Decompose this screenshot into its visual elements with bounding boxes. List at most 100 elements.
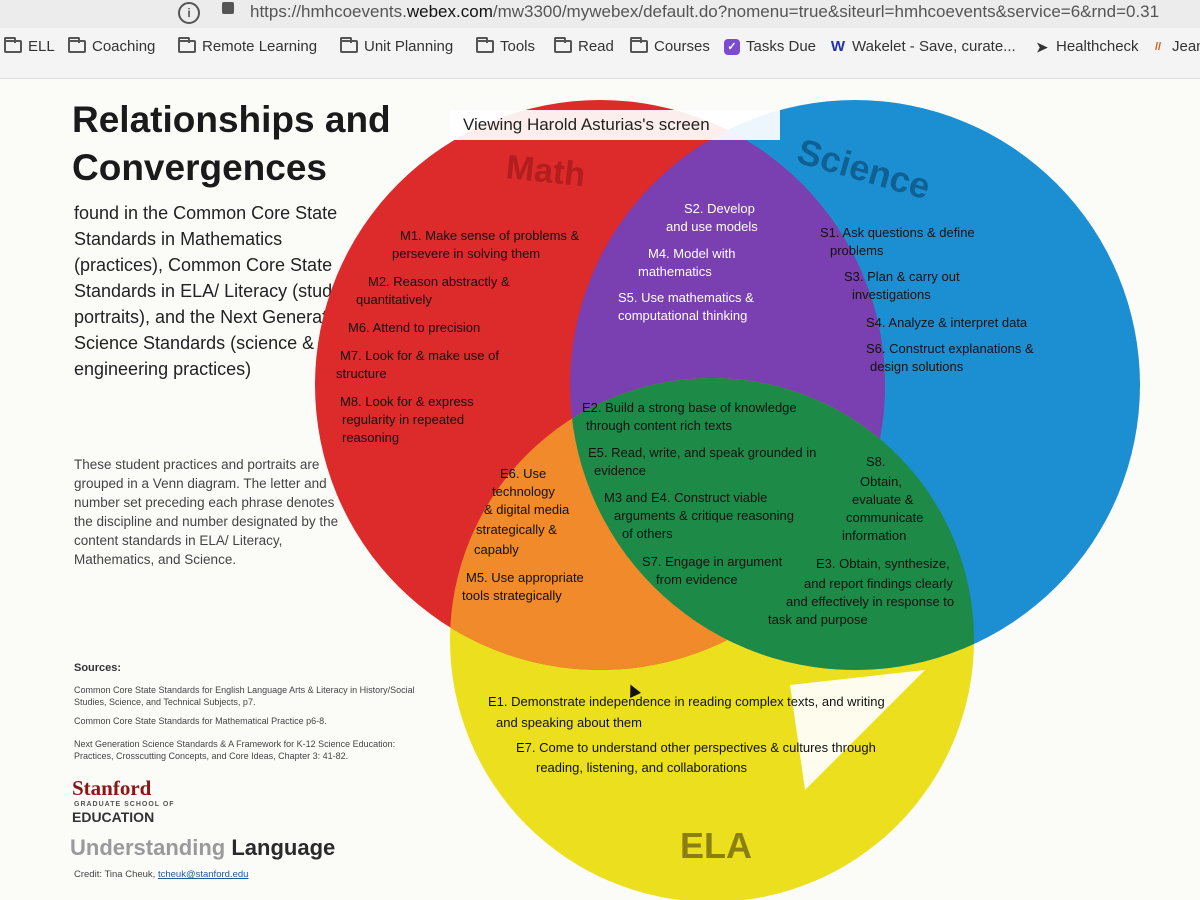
folder-icon	[340, 37, 358, 53]
bookmark-tools[interactable]: Tools	[476, 37, 536, 55]
source-item: Common Core State Standards for Mathemat…	[74, 716, 327, 726]
bookmark-courses[interactable]: Courses	[630, 37, 710, 55]
bookmark-label: Jean	[1172, 38, 1200, 55]
bookmark-unit-planning[interactable]: Unit Planning	[340, 37, 454, 55]
info-icon[interactable]: i	[178, 2, 200, 24]
practice-text: S8.	[866, 454, 886, 469]
bookmark-jean[interactable]: // Jean	[1150, 38, 1200, 55]
practice-text: E3. Obtain, synthesize,	[816, 556, 950, 571]
gse-label: GRADUATE SCHOOL OF	[74, 801, 175, 808]
science-ela-practices: S8. Obtain, evaluate & communicate informati…	[768, 454, 954, 627]
practice-text: design solutions	[870, 359, 964, 374]
practice-text: S2. Develop	[684, 201, 755, 216]
practice-text: Obtain,	[860, 474, 902, 489]
lock-icon	[222, 2, 234, 14]
practice-text: M2. Reason abstractly &	[368, 274, 510, 289]
practice-text: M5. Use appropriate	[466, 570, 584, 585]
practice-text: problems	[830, 243, 884, 258]
practice-text: technology	[492, 484, 555, 499]
folder-icon	[554, 37, 572, 53]
bookmark-label: Remote Learning	[202, 38, 318, 55]
practice-text: M8. Look for & express	[340, 394, 474, 409]
practice-text: strategically &	[476, 522, 557, 537]
bookmark-ell[interactable]: ELL	[4, 37, 55, 55]
practice-text: regularity in repeated	[342, 412, 464, 427]
url-text[interactable]: https://hmhcoevents.webex.com/mw3300/myw…	[250, 2, 1160, 21]
practice-text: arguments & critique reasoning	[614, 508, 794, 523]
credit-email-link[interactable]: tcheuk@stanford.edu	[157, 869, 249, 880]
practice-text: through content rich texts	[586, 418, 732, 433]
bookmark-label: Wakelet - Save, curate...	[852, 38, 1016, 55]
poster-description: These student practices and portraits ar…	[74, 457, 339, 567]
practice-text: information	[842, 528, 906, 543]
practice-text: M1. Make sense of problems &	[400, 228, 580, 243]
white-arrow-icon	[790, 670, 925, 790]
ela-practices: E1. Demonstrate independence in reading …	[488, 694, 885, 775]
bookmark-label: Tasks Due	[746, 38, 817, 55]
practice-text: S5. Use mathematics &	[618, 290, 754, 305]
bookmark-label: Unit Planning	[364, 38, 454, 55]
practice-text: computational thinking	[618, 308, 747, 323]
practice-text: M4. Model with	[648, 246, 735, 261]
practice-text: and speaking about them	[496, 715, 642, 730]
math-practices: M1. Make sense of problems & persevere in…	[336, 228, 580, 445]
ela-circle-label: ELA	[680, 825, 752, 866]
folder-icon	[178, 37, 196, 53]
stanford-logo: Stanford	[72, 776, 152, 800]
practice-text: task and purpose	[768, 612, 868, 627]
bookmark-label: Healthcheck	[1056, 38, 1139, 55]
practice-text: E7. Come to understand other perspective…	[516, 740, 876, 755]
practice-text: S3. Plan & carry out	[844, 269, 960, 284]
bookmark-coaching[interactable]: Coaching	[68, 37, 155, 55]
practice-text: M7. Look for & make use of	[340, 348, 499, 363]
practice-text: structure	[336, 366, 387, 381]
folder-icon	[4, 37, 22, 53]
bookmark-label: ELL	[28, 38, 55, 55]
bookmark-read[interactable]: Read	[554, 37, 614, 55]
app-icon: //	[1154, 40, 1162, 53]
poster-subtitle: found in the Common Core State Standards…	[74, 203, 358, 379]
practice-text: E5. Read, write, and speak grounded in	[588, 445, 816, 460]
practice-text: persevere in solving them	[392, 246, 540, 261]
education-label: EDUCATION	[72, 809, 155, 825]
bookmark-remote-learning[interactable]: Remote Learning	[178, 37, 318, 55]
practice-text: quantitatively	[356, 292, 432, 307]
practice-text: E6. Use	[500, 466, 546, 481]
understanding-language-logo: Understanding Language	[70, 835, 336, 860]
credit-line: Credit: Tina Cheuk, tcheuk@stanford.edu	[74, 869, 249, 880]
practice-text: tools strategically	[462, 588, 562, 603]
practice-text: investigations	[852, 287, 931, 302]
bookmark-label: Read	[578, 38, 614, 55]
practice-text: evaluate &	[852, 492, 914, 507]
practice-text: evidence	[594, 463, 646, 478]
title-line-1: Relationships and	[72, 99, 391, 140]
folder-icon	[630, 37, 648, 53]
source-item: Common Core State Standards for English …	[74, 685, 415, 707]
bookmark-tasks-due[interactable]: ✓ Tasks Due	[724, 38, 816, 55]
practice-text: and report findings clearly	[804, 576, 953, 591]
practice-text: reading, listening, and collaborations	[536, 760, 748, 775]
practice-text: E1. Demonstrate independence in reading …	[488, 694, 885, 709]
practice-text: capably	[474, 542, 519, 557]
practice-text: from evidence	[656, 572, 738, 587]
bookmark-healthcheck[interactable]: ➤ Healthcheck	[1034, 38, 1139, 55]
source-item: Next Generation Science Standards & A Fr…	[74, 739, 396, 761]
practice-text: of others	[622, 526, 673, 541]
practice-text: M3 and E4. Construct viable	[604, 490, 767, 505]
practice-text: and use models	[666, 219, 758, 234]
bookmark-label: Tools	[500, 38, 536, 55]
practice-text: E2. Build a strong base of knowledge	[582, 400, 797, 415]
practice-text: communicate	[846, 510, 923, 525]
practice-text: S1. Ask questions & define	[820, 225, 975, 240]
tasks-app-icon: ✓	[724, 38, 740, 55]
folder-icon	[476, 37, 494, 53]
arrow-icon: ➤	[1036, 38, 1048, 55]
sources-heading: Sources:	[74, 662, 122, 674]
practice-text: and effectively in response to	[786, 594, 954, 609]
practice-text: S4. Analyze & interpret data	[866, 315, 1028, 330]
practice-text: S6. Construct explanations &	[866, 341, 1034, 356]
